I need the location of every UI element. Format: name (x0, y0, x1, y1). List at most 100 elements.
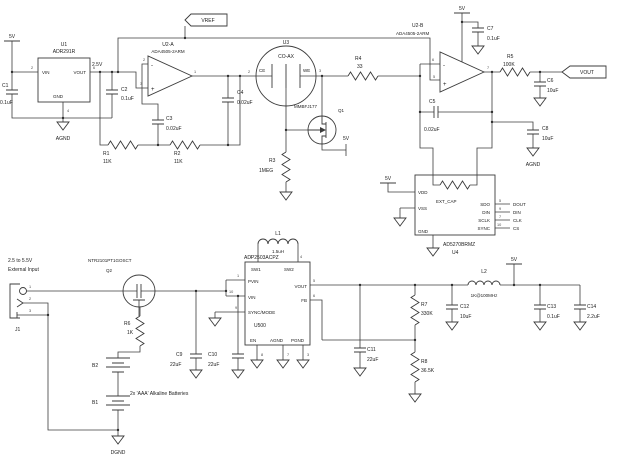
q2-part-label: NTR2101PT1GOSCT (88, 258, 132, 263)
r5-value-label: 100K (503, 62, 515, 68)
agnd-label-c8: AGND (526, 162, 541, 168)
b1-plates (106, 395, 130, 411)
r5-zigzag (499, 67, 531, 77)
c9-value-label: 22uF (170, 362, 181, 368)
r3-ref-label: R3 (269, 158, 276, 164)
u1-pin-gnd-label: GND (53, 94, 64, 99)
c1-plates (6, 89, 18, 95)
u500-pin-number-vin: 10 (229, 290, 233, 294)
c2-ref-label: C2 (121, 87, 128, 93)
u500-pin-fb-label: FB (301, 298, 307, 303)
c12-value-label: 10uF (460, 314, 471, 320)
u500-part-label: ADP2503ACPZ (244, 255, 279, 261)
u1-pin-number-gnd: 4 (67, 109, 69, 113)
u4-pin-gnd-label: GND (418, 229, 429, 234)
c14-plates (574, 304, 586, 310)
c11-plates (354, 347, 366, 353)
r1-value-label: 11K (103, 159, 112, 165)
u3-part-label: CO-AX (278, 54, 295, 60)
u500-pin-vout-label: VOUT (294, 284, 307, 289)
l1-coil (257, 238, 299, 245)
c3-plates (152, 119, 164, 125)
u3-pin-we-label: WE (303, 68, 310, 73)
q2-internals (133, 284, 145, 301)
r3-resistor: R3 1MEG (259, 151, 291, 183)
u2a-opamp-body (147, 55, 194, 97)
c4-value-label: 0.02uF (237, 100, 253, 106)
r1-zigzag (107, 140, 139, 150)
c6-capacitor: C6 10uF (534, 78, 558, 94)
battery-note-label: 2x 'AAA' Alkaline Batteries (130, 391, 189, 397)
l1-ref-label: L1 (275, 231, 281, 237)
r6-zigzag (135, 315, 145, 347)
u4-pin-number-din: 9 (499, 207, 501, 211)
r2-resistor: R2 11K (169, 140, 201, 165)
j1-ref-label: J1 (15, 327, 21, 333)
c2-value-label: 0.1uF (121, 96, 134, 102)
c5-value-label: 0.02uF (424, 127, 440, 133)
r7-zigzag (410, 294, 420, 326)
r4-value-label: 33 (357, 64, 363, 70)
u500-pin-syncmode-label: SYNC/MODE (248, 310, 275, 315)
q1-ref-label: Q1 (338, 108, 345, 113)
u4-signal-din-label: DIN (513, 210, 521, 215)
r7-ref-label: R7 (421, 302, 428, 308)
q1-gate-arrow (320, 127, 326, 133)
u500-pin-number-sw2: 4 (300, 255, 302, 259)
r2-value-label: 11K (174, 159, 183, 165)
c1-capacitor: C1 0.1uF (0, 83, 18, 106)
u2b-ref-label: U2-B (412, 23, 424, 29)
c3-capacitor: C3 0.02uF (152, 116, 182, 132)
u500-pin-sw1-label: SW1 (251, 267, 261, 272)
r7-value-label: 330K (421, 311, 433, 317)
u1-pin-vin-label: VIN (42, 70, 50, 75)
dgnd-label: DGND (111, 450, 126, 456)
c1-ref-label: C1 (2, 83, 9, 89)
net-5v-label: 5V (9, 34, 16, 40)
junction-dots (10, 20, 542, 432)
wire-run-bottom (17, 244, 581, 436)
u1-part-label: ADR291R (53, 49, 76, 55)
r8-zigzag (410, 351, 420, 383)
c12-plates (446, 304, 458, 310)
power-rail-bars (4, 12, 522, 265)
u3-electrodes (271, 64, 301, 88)
c13-value-label: 0.1uF (547, 314, 560, 320)
u2a-pin-number-plus: 3 (140, 82, 142, 86)
u2a-opamp: U2-A ADA4505-2ARM - + 2 3 1 (140, 42, 196, 93)
c14-value-label: 2.2uF (587, 314, 600, 320)
c9-capacitor: C9 22uF (170, 352, 202, 368)
b2-battery: B2 (92, 357, 130, 373)
c2-plates (106, 89, 118, 95)
b1-ref-label: B1 (92, 400, 98, 406)
u2a-pin-number-out: 1 (194, 70, 196, 74)
u4-pin-number-sync: 10 (497, 223, 501, 227)
vref-label: VREF (201, 18, 214, 24)
c10-ref-label: C10 (208, 352, 217, 358)
c13-capacitor: C13 0.1uF (534, 304, 560, 320)
j1-connector: 1 2 3 J1 (9, 283, 31, 333)
j1-pin-number-3: 3 (29, 309, 31, 313)
r8-ref-label: R8 (421, 359, 428, 365)
u500-ref-label: U500 (254, 323, 266, 329)
u500-pin-number-pvin: 1 (237, 274, 239, 278)
u4-signal-cs-label: CS (513, 226, 519, 231)
u2a-pin-number-minus: 2 (143, 58, 145, 62)
c6-value-label: 10uF (547, 88, 558, 94)
c7-ref-label: C7 (487, 26, 494, 32)
u500-pin-vin-label: VIN (248, 295, 256, 300)
u3-ref-label: U3 (283, 40, 290, 46)
b1-battery: B1 (92, 395, 130, 411)
c14-capacitor: C14 2.2uF (574, 304, 600, 320)
q2-ref-label: Q2 (106, 268, 113, 273)
c6-plates (534, 81, 546, 87)
u2b-pin-number-out: 7 (487, 66, 489, 70)
r8-value-label: 36.5K (421, 368, 435, 374)
u500-pin-en-label: EN (250, 338, 256, 343)
c3-value-label: 0.02uF (166, 126, 182, 132)
net-5v-label-u4: 5V (385, 176, 392, 182)
c13-ref-label: C13 (547, 304, 556, 310)
u4-pin-extcap-label: EXT_CAP (436, 199, 457, 204)
